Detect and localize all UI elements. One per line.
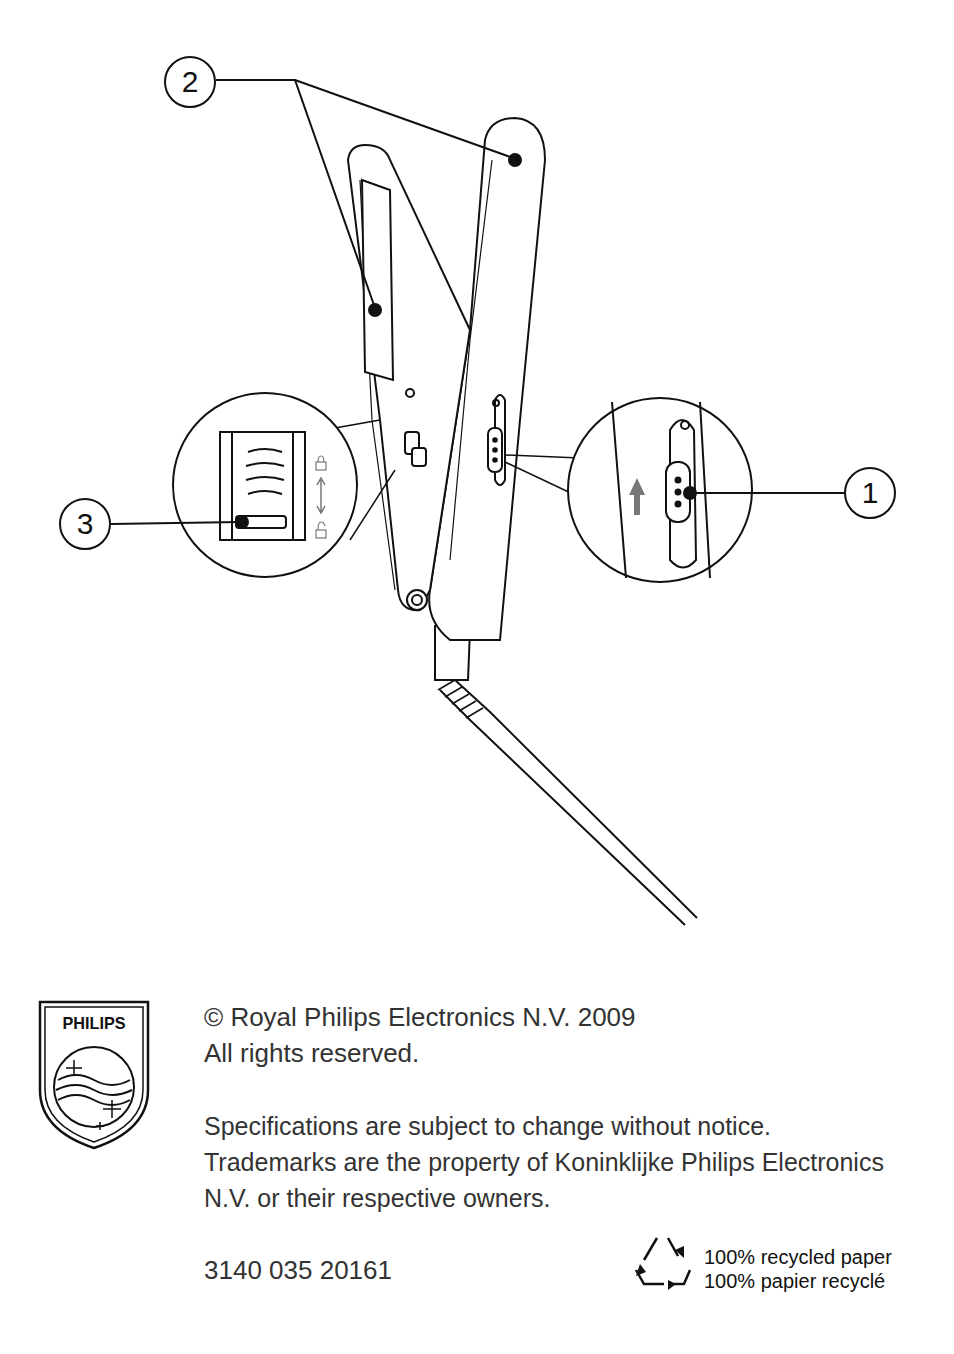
callout-number: 1 xyxy=(844,467,896,519)
copyright-text: © Royal Philips Electronics N.V. 2009 xyxy=(204,1000,904,1034)
brand-name: PHILIPS xyxy=(40,1014,148,1033)
callout-text: 2 xyxy=(182,65,199,99)
notice-text: Specifications are subject to change wit… xyxy=(204,1108,894,1216)
rights-text: All rights reserved. xyxy=(204,1036,904,1070)
recycle-text: 100% papier recyclé xyxy=(704,1268,944,1294)
callout-number: 3 xyxy=(59,498,111,550)
brand-shield: PHILIPS xyxy=(40,1002,148,1148)
callout-text: 3 xyxy=(77,507,94,541)
callout-number: 2 xyxy=(164,56,216,108)
callout-text: 1 xyxy=(862,476,879,510)
document-number: 3140 035 20161 xyxy=(204,1253,504,1287)
recycle-text: 100% recycled paper xyxy=(704,1244,944,1270)
